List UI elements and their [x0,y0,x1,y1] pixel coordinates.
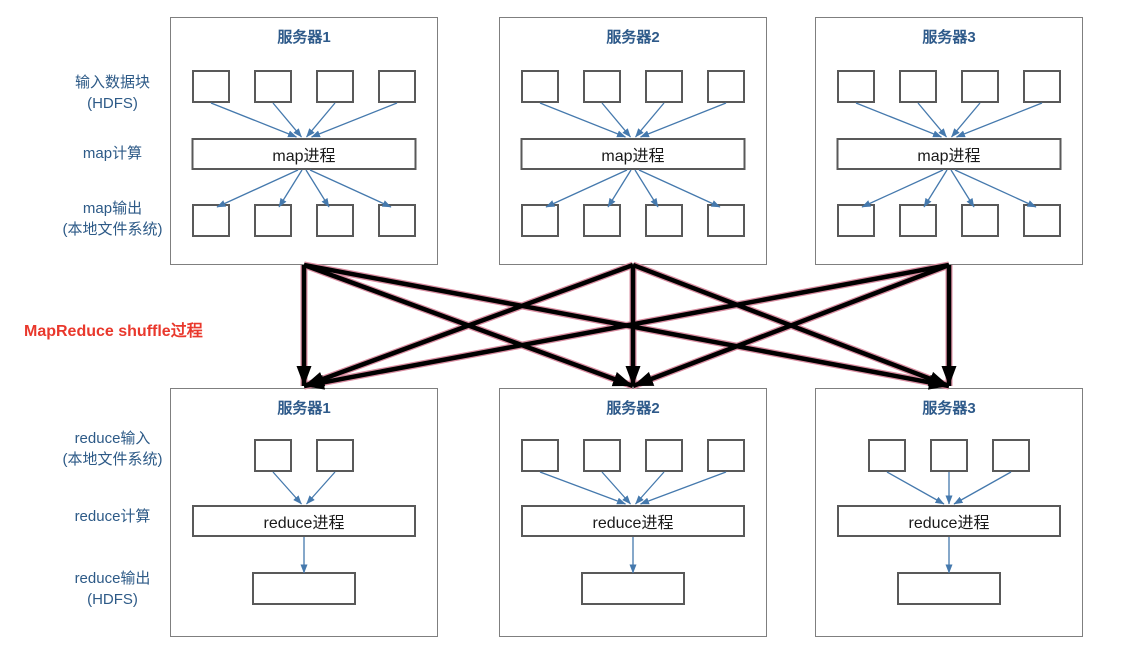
label-map-compute: map计算 [20,143,205,164]
label-reduce-input-line1: reduce输入 [74,430,151,447]
label-reduce-compute: reduce计算 [20,506,205,527]
map-server-1-output-blocks [171,204,437,237]
data-block [645,204,683,237]
reduce-server-2-output-blocks [500,572,766,605]
reduce-server-2-title: 服务器2 [606,400,660,417]
label-map-input-line2: (HDFS) [87,95,138,112]
map-server-1: 服务器1 map进程 [170,17,438,265]
data-block [868,439,906,472]
data-block [707,204,745,237]
data-block [707,439,745,472]
label-reduce-output: reduce输出 (HDFS) [20,568,205,610]
label-reduce-output-line1: reduce输出 [74,570,151,587]
reduce-server-3-input-blocks [816,439,1082,472]
map-server-2-input-blocks [500,70,766,103]
data-block [1023,204,1061,237]
reduce-server-2-process-bar: reduce进程 [521,505,745,537]
reduce-server-2-input-blocks [500,439,766,472]
label-reduce-input: reduce输入 (本地文件系统) [20,428,205,470]
map-server-3-input-blocks [816,70,1082,103]
map-server-2-title: 服务器2 [606,29,660,46]
label-map-input-line1: 输入数据块 [74,74,150,91]
data-block [521,70,559,103]
data-block [192,70,230,103]
data-block [837,204,875,237]
data-block [930,439,968,472]
reduce-server-1-title: 服务器1 [277,400,331,417]
data-block [645,70,683,103]
shuffle-arrows [296,261,957,390]
reduce-server-1-output-blocks [171,572,437,605]
map-server-1-process-bar: map进程 [191,138,417,170]
label-map-compute-line1: map计算 [82,145,143,162]
data-block [521,439,559,472]
map-server-2-output-blocks [500,204,766,237]
reduce-server-3-output-blocks [816,572,1082,605]
label-reduce-output-line2: (HDFS) [87,591,138,608]
data-block [378,204,416,237]
data-block [583,204,621,237]
reduce-server-1-input-blocks [171,439,437,472]
label-map-output-line1: map输出 [82,200,143,217]
data-block [837,70,875,103]
data-block [645,439,683,472]
reduce-server-3: 服务器3 reduce进程 [815,388,1083,637]
data-block [897,572,1001,605]
shuffle-process-label: MapReduce shuffle过程 [24,323,203,340]
map-server-3-title: 服务器3 [922,29,976,46]
map-server-3-process-bar: map进程 [836,138,1062,170]
label-map-output: map输出 (本地文件系统) [20,198,205,240]
label-reduce-compute-line1: reduce计算 [74,508,151,525]
reduce-server-1-process-bar: reduce进程 [192,505,416,537]
data-block [583,70,621,103]
label-map-output-line2: (本地文件系统) [62,221,163,238]
data-block [961,70,999,103]
data-block [254,204,292,237]
data-block [992,439,1030,472]
map-server-3-output-blocks [816,204,1082,237]
data-block [316,204,354,237]
data-block [252,572,356,605]
data-block [581,572,685,605]
data-block [316,439,354,472]
data-block [521,204,559,237]
map-server-2-process-bar: map进程 [520,138,746,170]
data-block [583,439,621,472]
data-block [1023,70,1061,103]
map-server-1-input-blocks [171,70,437,103]
data-block [899,204,937,237]
reduce-server-1: 服务器1 reduce进程 [170,388,438,637]
data-block [316,70,354,103]
data-block [254,70,292,103]
data-block [378,70,416,103]
label-reduce-input-line2: (本地文件系统) [62,451,163,468]
map-server-2: 服务器2 map进程 [499,17,767,265]
reduce-server-3-title: 服务器3 [922,400,976,417]
data-block [899,70,937,103]
data-block [707,70,745,103]
label-map-input: 输入数据块 (HDFS) [20,72,205,114]
data-block [254,439,292,472]
map-server-3: 服务器3 map进程 [815,17,1083,265]
data-block [192,204,230,237]
reduce-server-2: 服务器2 reduce进程 [499,388,767,637]
reduce-server-3-process-bar: reduce进程 [837,505,1061,537]
map-server-1-title: 服务器1 [277,29,331,46]
data-block [961,204,999,237]
